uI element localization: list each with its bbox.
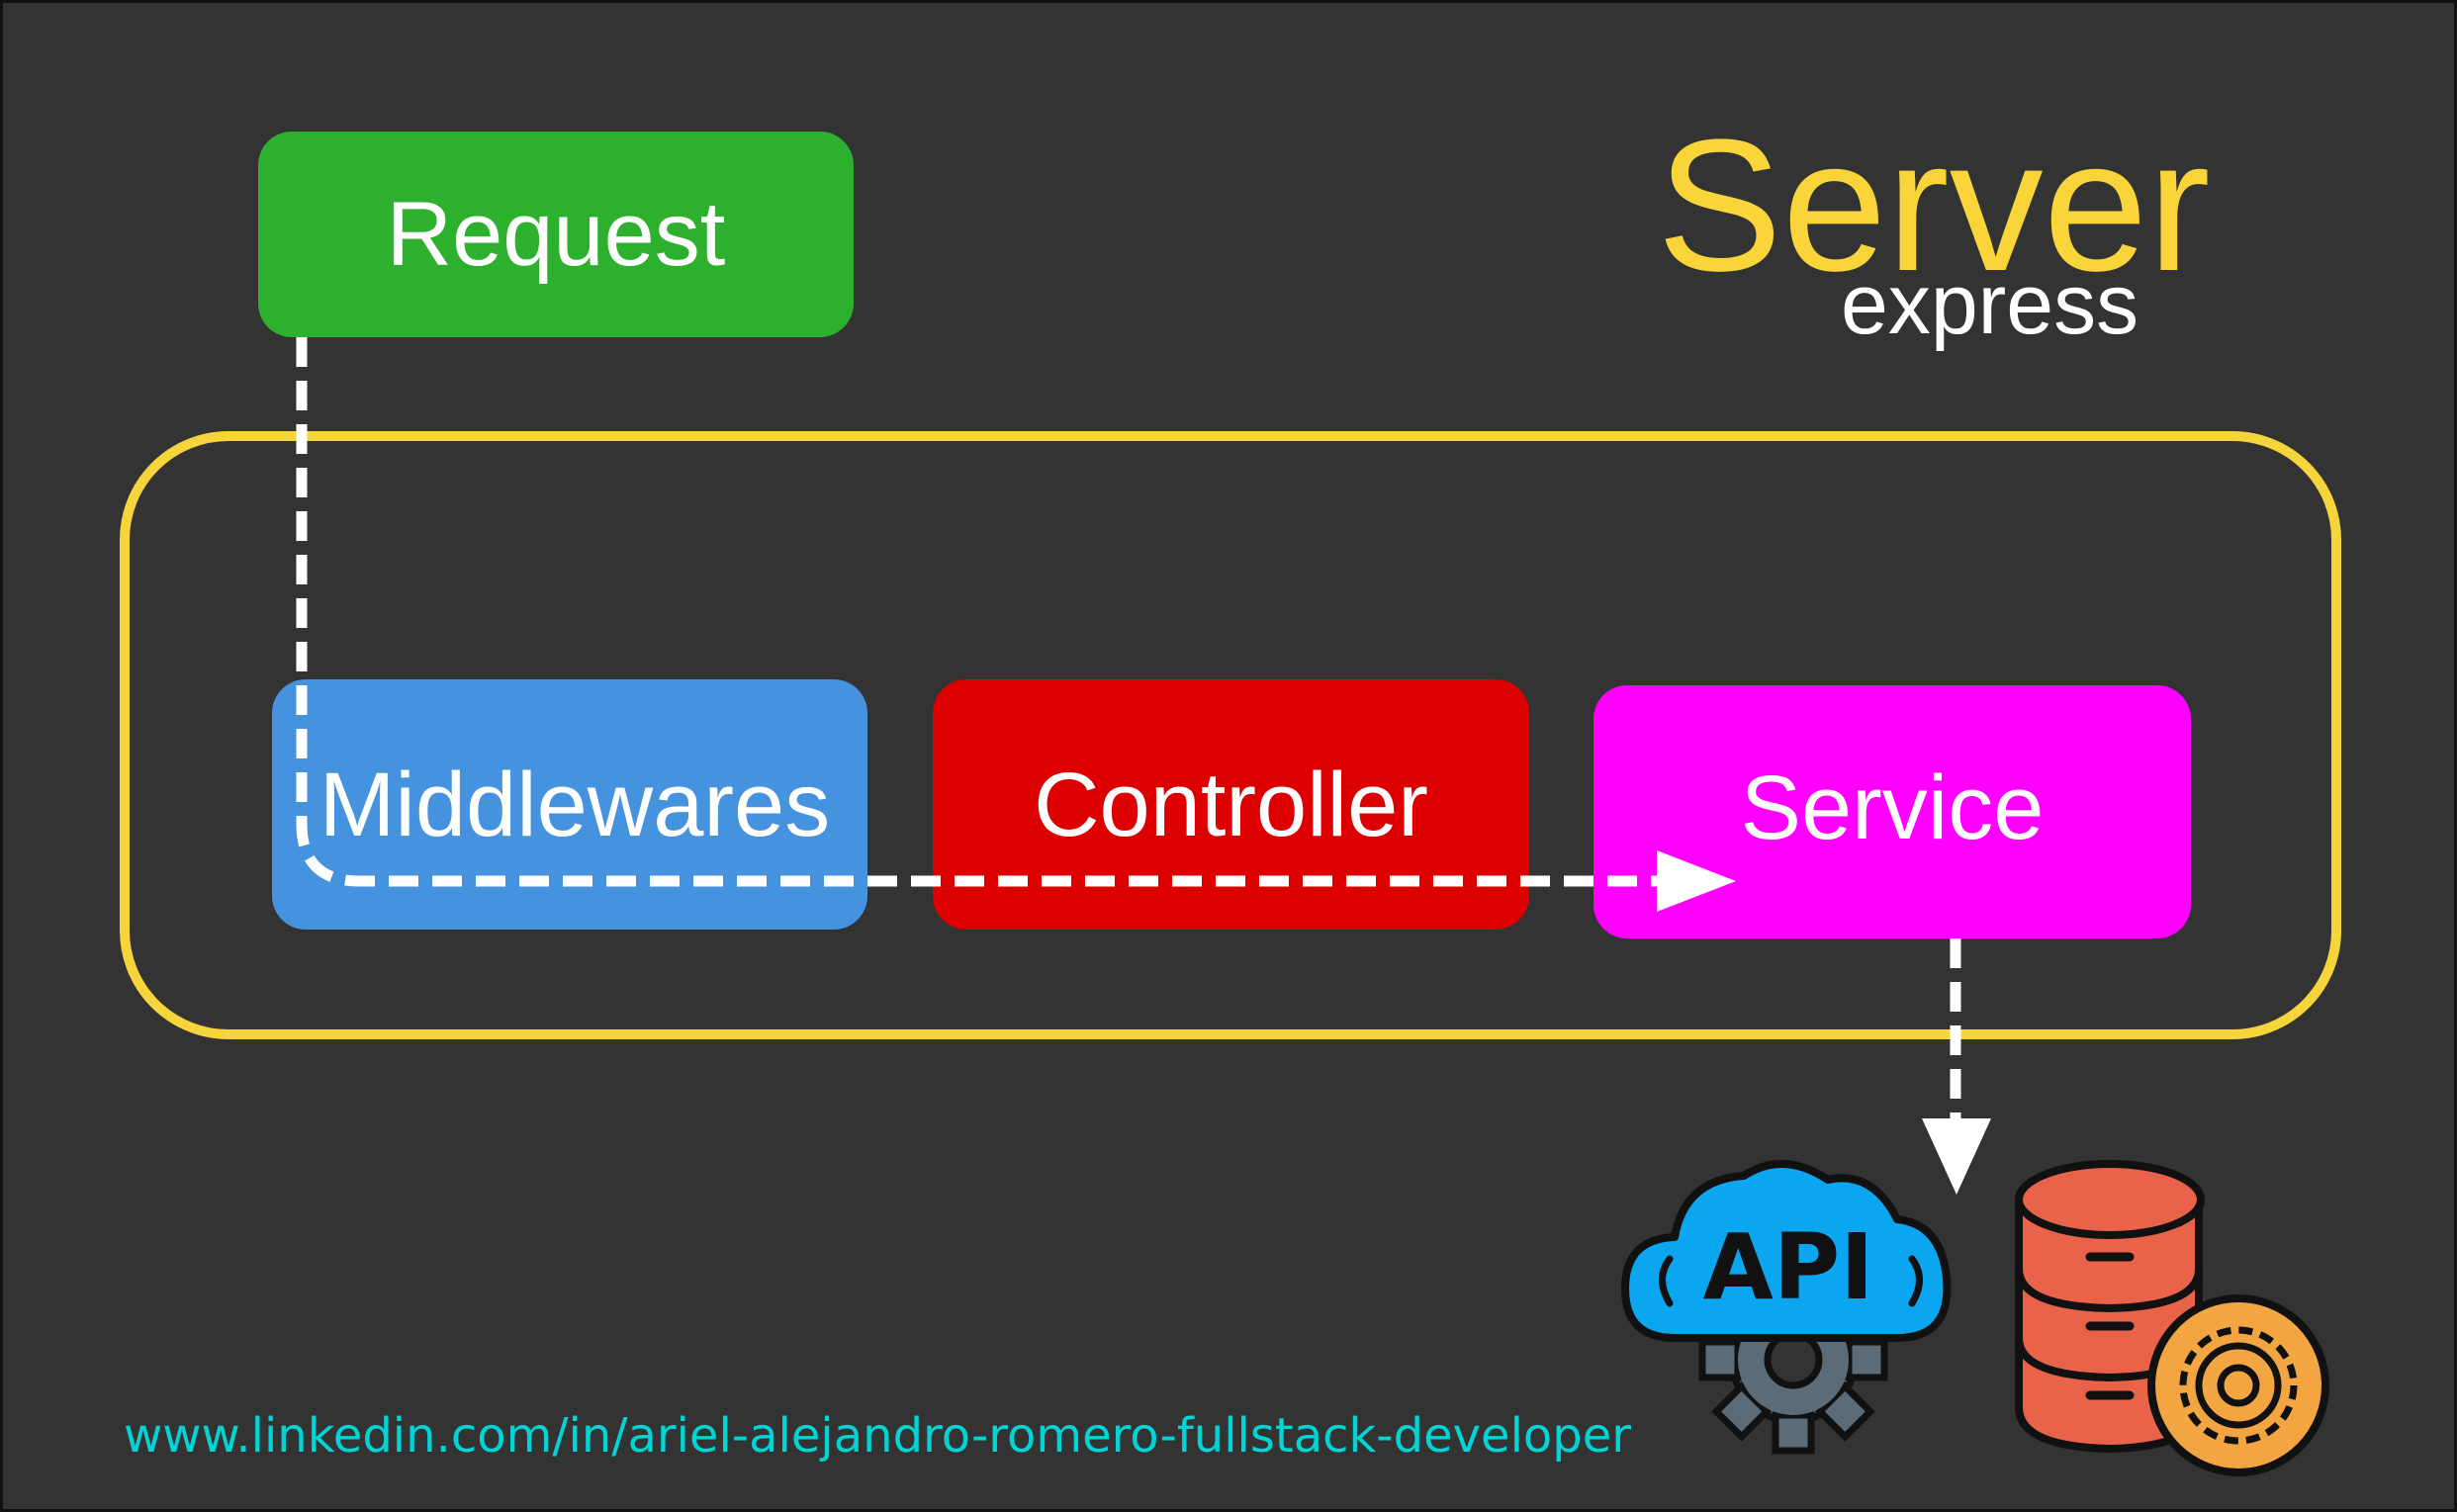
controller-box: Controller bbox=[933, 679, 1529, 930]
linkedin-link[interactable]: www.linkedin.com/in/ariel-alejandro-rome… bbox=[124, 1408, 1631, 1464]
middlewares-box: Middlewares bbox=[272, 679, 867, 930]
middlewares-label: Middlewares bbox=[318, 754, 831, 855]
backend-arrowhead bbox=[1922, 1118, 1991, 1195]
request-box: Request bbox=[258, 132, 854, 337]
api-label: API bbox=[1703, 1214, 1874, 1320]
flow-arrowhead bbox=[1657, 850, 1736, 912]
server-boundary bbox=[120, 431, 2341, 1039]
server-subtitle: express bbox=[1841, 257, 2139, 352]
controller-label: Controller bbox=[1034, 754, 1428, 855]
cloud-api-gear-icon: API bbox=[1621, 1160, 1952, 1455]
flow-arrows bbox=[296, 337, 1991, 1195]
database-gear-icon bbox=[2015, 1160, 2329, 1476]
service-label: Service bbox=[1740, 757, 2045, 858]
request-label: Request bbox=[386, 184, 726, 285]
request-flow-path bbox=[296, 337, 1665, 887]
server-title: Server bbox=[1657, 101, 2211, 311]
